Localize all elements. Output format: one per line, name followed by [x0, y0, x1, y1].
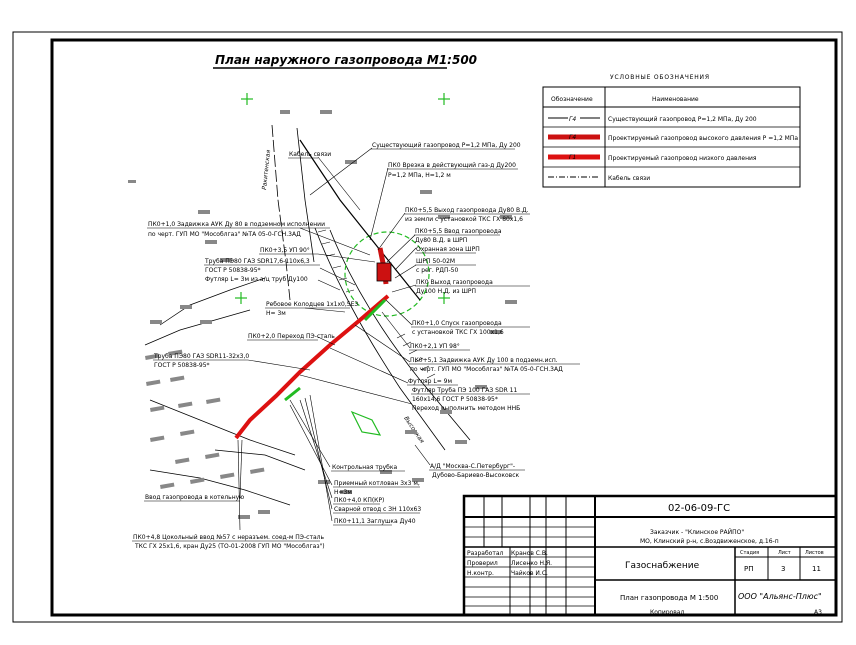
- legend: УСЛОВНЫЕ ОБОЗНАЧЕНИЯ Обозначение Наимено…: [542, 74, 801, 188]
- legend-code-3: Г1: [569, 154, 576, 161]
- callout-r12: ПК0+1,0 Спуск газопровода: [412, 320, 502, 327]
- name-2: Чайков И.С.: [511, 570, 548, 577]
- callout-r2: Р=1,2 МПа, Н=1,2 м: [388, 172, 451, 179]
- callout-l11: ГОСТ Р 50838-95*: [154, 362, 210, 369]
- callout-r3: ПК0+5,5 Выход газопровода Ду80 В.Д.: [405, 207, 529, 214]
- buildings: [128, 110, 517, 519]
- role-0: Разработал: [467, 550, 504, 557]
- callout-r6: Ду80 В.Д. в ШРП: [415, 237, 467, 244]
- survey-markers: [235, 93, 450, 304]
- survey-marker-icon: [241, 93, 253, 105]
- drawing-name: План газопровода М 1:500: [620, 594, 718, 602]
- callout-l3: ПК0+3,5 УП 90°: [260, 247, 310, 254]
- callout-l7: Ребовое Колодцев 1х1х0,5ЕЗ: [266, 301, 358, 308]
- callout-b1: Приемный котлован 3х3 м,: [334, 480, 420, 487]
- callout-r7: Охранная зона ШРП: [416, 246, 480, 253]
- outer-frame: [12, 31, 843, 623]
- green-area-2: [350, 410, 382, 436]
- customer: Заказчик - "Клинское РАЙПО": [650, 529, 744, 536]
- section-name: Газоснабжение: [625, 561, 700, 571]
- left-callouts: Кабель связи ПК0+1,0 Задвижка АУК Ду 80 …: [147, 151, 358, 369]
- name-1: Лисенко Н.Я.: [511, 560, 552, 567]
- callout-l10: Труба ПЭ80 ГАЗ SDR11-32х3,0: [153, 353, 249, 360]
- callout-b6: А/Д "Москва-С.Петербург"-: [430, 463, 515, 470]
- sheet-value: 3: [781, 565, 785, 573]
- callout-l2: по черт. ГУП МО "Мособлгаз" №ТА 05-0-ГСН…: [148, 231, 301, 238]
- proposed-low-pressure-pipeline: [234, 294, 390, 440]
- street-label-1: Ракитенская: [261, 149, 272, 190]
- legend-col-symbol: Обозначение: [551, 96, 593, 103]
- inner-frame: [50, 38, 838, 617]
- legend-row-4: Кабель связи: [608, 175, 650, 182]
- callout-b9: ПК0+4,8 Цокольный ввод №57 с неразъем. с…: [133, 534, 324, 541]
- callout-l0: Кабель связи: [289, 151, 331, 158]
- callout-r10: ПК0 Выход газопровода: [416, 279, 493, 286]
- callout-b10: ТКС ГХ 25х1,6, кран Ду25 (ТО-01-2008 ГУП…: [134, 543, 325, 550]
- stage-value: РП: [744, 565, 754, 573]
- callout-l9: ПК0+2,0 Переход ПЭ-сталь: [248, 333, 335, 340]
- legend-col-name: Наименование: [652, 96, 699, 103]
- name-0: Кранов С.В.: [511, 550, 548, 557]
- callout-b2: Н=3м: [334, 489, 352, 496]
- drawing-title: План наружного газопровода М1:500: [215, 53, 477, 67]
- shrp-protection-zone: [344, 231, 430, 317]
- callout-r8: ШРП 50-02М: [416, 258, 455, 265]
- col-sheet: Лист: [778, 550, 791, 556]
- leader-lines: [237, 147, 431, 531]
- callout-r9: с рег. РДП-50: [416, 267, 458, 274]
- callout-r20: Переход выполнить методом ННБ: [412, 405, 520, 412]
- callout-r17: Футляр L= 9м: [408, 378, 452, 385]
- legend-code-2: Г4: [569, 134, 576, 141]
- role-2: Н.контр.: [467, 570, 494, 577]
- address: МО, Клинский р-н, с.Воздвиженское, д.16-…: [640, 538, 779, 545]
- shrp-cabinet: [376, 262, 392, 282]
- sheets-value: 11: [812, 565, 821, 573]
- callout-l5: ГОСТ Р 50838-95*: [205, 267, 261, 274]
- plan-roads: [144, 124, 471, 506]
- callout-l8: Н= 3м: [266, 310, 286, 317]
- survey-marker-icon: [438, 93, 450, 105]
- legend-row-3: Проектируемый газопровод низкого давлени…: [608, 155, 757, 162]
- callout-r5: ПК0+5,5 Ввод газопровода: [415, 228, 502, 235]
- col-sheets: Листов: [805, 550, 824, 556]
- callout-r19: 160х14,6 ГОСТ Р 50838-95*: [412, 396, 498, 403]
- callout-r13: с установкой ТКС ГХ 100х1,6: [412, 329, 504, 336]
- footer-copied: Копировал: [650, 609, 684, 616]
- callout-r11: Ду100 Н.Д. из ШРП: [416, 288, 476, 295]
- bottom-callouts: Контрольная трубка Приемный котлован 3х3…: [132, 463, 525, 550]
- survey-marker-icon: [438, 292, 450, 304]
- survey-marker-icon: [235, 292, 247, 304]
- green-crossing-segment-2: [284, 386, 301, 402]
- callout-b3: ПК0+4,0 КП(КР): [334, 497, 384, 504]
- legend-row-2: Проектируемый газопровод высокого давлен…: [608, 135, 798, 142]
- callout-l6: Футляр L= 3м из а/ц труб Ду100: [205, 276, 308, 283]
- callout-r1: ПК0 Врезка в действующий газ-д Ду200: [388, 162, 516, 169]
- callout-r16: по черт. ГУП МО "Мособлгаз" №ТА 05-0-ГСН…: [410, 366, 563, 373]
- legend-heading: УСЛОВНЫЕ ОБОЗНАЧЕНИЯ: [610, 74, 710, 81]
- callout-r4: из земли с установкой ТКС ГХ 80х1,6: [405, 216, 523, 223]
- callout-r14: ПК0+2,1 УП 98°: [410, 343, 460, 350]
- legend-row-1: Существующий газопровод Р=1,2 МПа, Ду 20…: [608, 116, 757, 123]
- doc-code: 02-06-09-ГС: [668, 503, 730, 514]
- title-block: 02-06-09-ГС Заказчик - "Клинское РАЙПО" …: [462, 494, 838, 617]
- legend-code-1: Г4: [569, 116, 576, 123]
- callout-b4: Сварной отвод с ЗН 110х63: [334, 506, 421, 513]
- company-name: ООО "Альянс-Плюс": [738, 592, 822, 601]
- right-callouts: Существующий газопровод Р=1,2 МПа, Ду 20…: [371, 142, 580, 412]
- callout-r18: Футляр Труба ПЭ 100 ГАЗ SDR 11: [412, 387, 517, 394]
- callout-l1: ПК0+1,0 Задвижка АУК Ду 80 в подземном и…: [148, 221, 325, 228]
- footer-format: А3: [814, 609, 822, 616]
- callout-b5: ПК0+11,1 Заглушка Ду40: [334, 518, 416, 525]
- callout-r15: ПК0+5,1 Задвижка АУК Ду 100 в подземн.ис…: [410, 357, 558, 364]
- callout-b7: Дубово-Бариево-Высоковск: [432, 472, 519, 479]
- green-crossing-segment: [363, 298, 387, 322]
- role-1: Проверил: [467, 560, 498, 567]
- callout-b8: Ввод газопровода в котельную: [145, 494, 244, 501]
- callout-r0: Существующий газопровод Р=1,2 МПа, Ду 20…: [372, 142, 521, 149]
- callout-b0: Контрольная трубка: [332, 464, 397, 471]
- col-stage: Стадия: [740, 550, 759, 556]
- callout-l4: Труба ПЭ80 ГАЗ SDR17,6-110х6,3: [204, 258, 310, 265]
